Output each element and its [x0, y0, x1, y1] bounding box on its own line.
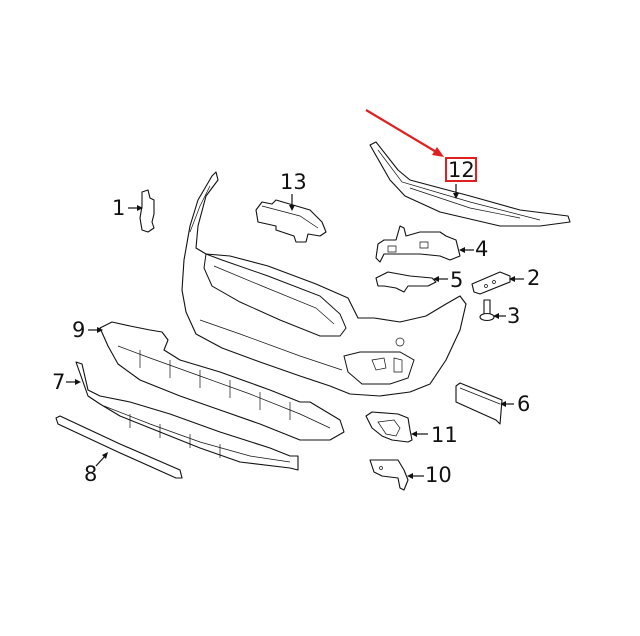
bumper-cover[interactable] — [181, 171, 467, 397]
callout-6[interactable]: 6 — [517, 392, 531, 416]
callout-5[interactable]: 5 — [450, 268, 464, 292]
part-6-trim-panel[interactable] — [455, 382, 514, 425]
callout-1[interactable]: 1 — [112, 196, 126, 220]
part-3-bolt[interactable] — [479, 299, 506, 322]
part-11-fog-lamp-bezel[interactable] — [365, 411, 428, 443]
callout-12[interactable]: 12 — [448, 158, 475, 182]
callout-2[interactable]: 2 — [527, 266, 541, 290]
part-2-bracket[interactable] — [471, 271, 524, 295]
part-7-lower-spoiler[interactable] — [66, 361, 299, 471]
callout-3[interactable]: 3 — [507, 304, 521, 328]
part-12-upper-retainer[interactable] — [369, 141, 571, 227]
part-1-bracket[interactable] — [128, 189, 155, 233]
callout-11[interactable]: 11 — [431, 423, 458, 447]
callout-10[interactable]: 10 — [425, 463, 452, 487]
part-8-trim-strip[interactable] — [55, 415, 183, 479]
highlight-box-12 — [445, 157, 477, 182]
part-4-side-bracket[interactable] — [375, 225, 474, 263]
part-9-lower-deflector[interactable] — [88, 321, 345, 441]
callout-4[interactable]: 4 — [475, 237, 489, 261]
callout-7[interactable]: 7 — [52, 370, 66, 394]
part-13-absorber[interactable] — [255, 194, 327, 243]
part-10-bracket[interactable] — [369, 459, 424, 491]
part-5-side-bracket[interactable] — [375, 271, 448, 293]
highlight-arrow — [365, 109, 444, 157]
callout-9[interactable]: 9 — [72, 318, 86, 342]
callout-13[interactable]: 13 — [280, 170, 307, 194]
callout-8[interactable]: 8 — [84, 462, 98, 486]
